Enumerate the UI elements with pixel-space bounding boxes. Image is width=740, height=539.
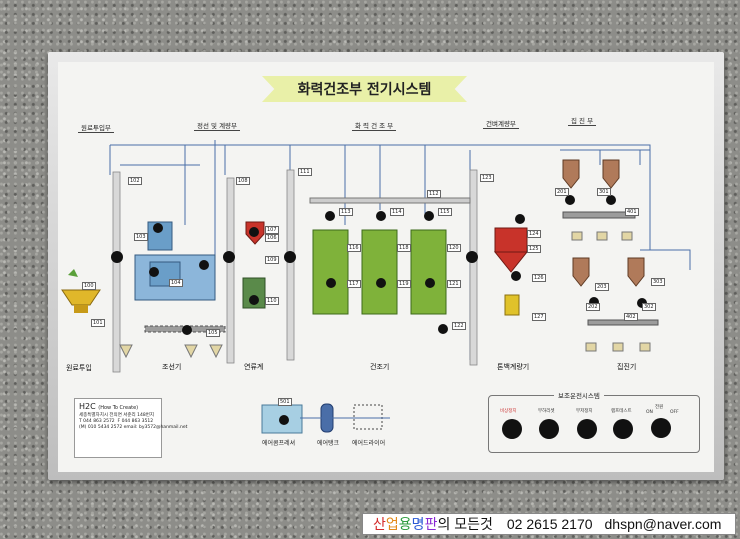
label-air-tank: 에어탱크 — [317, 440, 340, 447]
label-collector: 집진기 — [617, 363, 637, 371]
tag: 122 — [452, 322, 466, 330]
company-phones: T 044 863 2572 F 044 863 3512 — [79, 419, 154, 424]
tag: 103 — [134, 233, 148, 241]
label-raw-input: 원료투입 — [66, 364, 92, 372]
tag: 112 — [427, 190, 441, 198]
footer-char-3: 용 — [398, 516, 412, 532]
tag: 114 — [390, 208, 404, 216]
footer-email: dhspn@naver.com — [604, 516, 722, 532]
switch-label-reset: 부하리셋 — [538, 409, 555, 414]
tag: 303 — [651, 278, 665, 286]
load-reset-switch[interactable] — [539, 419, 559, 439]
label-air-dryer: 에어드라이어 — [352, 440, 386, 447]
board-title: 화력건조부 전기시스템 — [262, 76, 467, 102]
label-cleaner: 조선기 — [162, 363, 182, 371]
tag: 109 — [265, 256, 279, 264]
dust-bags — [571, 231, 651, 352]
tag: 126 — [532, 274, 546, 282]
tag: 201 — [555, 188, 569, 196]
lamp-test-switch[interactable] — [613, 419, 633, 439]
switch-label-buzzer: 부저정지 — [576, 409, 593, 414]
tag: 125 — [527, 245, 541, 253]
company-contact: (M) 010 5434 2572 email: by3572@hanmail.… — [79, 425, 188, 430]
footer-char-1: 산 — [373, 516, 386, 532]
footer-phone: 02 2615 2170 — [506, 516, 593, 532]
tag: 113 — [339, 208, 353, 216]
label-weigher: 연류계 — [244, 363, 264, 371]
tag: 302 — [642, 303, 656, 311]
label-dryer: 건조기 — [370, 363, 390, 371]
section-raw-input: 원료투입부 — [78, 122, 114, 133]
footer-char-2: 업 — [385, 516, 399, 532]
tag: 501 — [278, 398, 292, 406]
tag: 105 — [206, 329, 220, 337]
tag: 108 — [236, 177, 250, 185]
tag: 203 — [595, 283, 609, 291]
switch-label-emergency: 비상정지 — [500, 409, 517, 414]
raw-input-hopper — [61, 269, 101, 313]
tag: 107 — [265, 226, 279, 234]
company-name: H2C (How To Create) — [79, 402, 139, 411]
aux-panel-title: 보조운전시스템 — [554, 390, 604, 400]
emergency-stop-switch[interactable] — [502, 419, 522, 439]
tag: 120 — [447, 244, 461, 252]
tag: 104 — [169, 279, 183, 287]
tag: 121 — [447, 280, 461, 288]
tag: 124 — [527, 230, 541, 238]
tag: 127 — [532, 313, 546, 321]
section-drying: 화 력 건 조 부 — [352, 120, 397, 131]
switch-label-off: OFF — [670, 410, 679, 415]
tag: 110 — [265, 297, 279, 305]
section-dry-weigh: 건벼계량부 — [483, 118, 519, 129]
switch-label-lamp: 램프테스트 — [611, 409, 632, 414]
section-cleaning: 정선 및 계량부 — [194, 120, 241, 131]
tag: 123 — [480, 174, 494, 182]
tag: 117 — [347, 280, 361, 288]
tag: 106 — [265, 234, 279, 242]
tag: 301 — [597, 188, 611, 196]
tag: 102 — [128, 177, 142, 185]
company-address: 세종특별자치시 전의면 서준리 148번지 — [79, 413, 154, 418]
tonbag-weigher — [493, 227, 529, 316]
label-air-compressor: 에어콤프레셔 — [262, 440, 296, 447]
footer-char-5: 판 — [424, 516, 438, 532]
elevators — [112, 169, 478, 373]
footer-char-4: 명 — [411, 516, 425, 532]
tag: 402 — [624, 313, 638, 321]
tag: 202 — [586, 303, 600, 311]
tag: 100 — [82, 282, 96, 290]
tag: 118 — [397, 244, 411, 252]
label-tonbag: 톤백계량기 — [497, 363, 530, 371]
indicator-lamps — [111, 195, 647, 425]
company-info-box: H2C (How To Create) 세종특별자치시 전의면 서준리 148번… — [74, 398, 188, 458]
tag: 101 — [91, 319, 105, 327]
power-switch[interactable] — [651, 418, 671, 438]
dust-collectors — [562, 159, 659, 326]
tag: 401 — [625, 208, 639, 216]
advert-footer: 산 업 용 명 판 의 모든것 02 2615 2170 dhspn@naver… — [362, 513, 736, 535]
tag: 119 — [397, 280, 411, 288]
switch-label-on: ON — [646, 410, 653, 415]
dryers — [309, 197, 471, 315]
tag: 115 — [438, 208, 452, 216]
buzzer-stop-switch[interactable] — [577, 419, 597, 439]
tag: 116 — [347, 244, 361, 252]
section-dust: 집 진 부 — [568, 115, 597, 126]
switch-label-power: 전원 — [655, 405, 664, 410]
footer-char-6: 의 모든것 — [437, 516, 493, 532]
tag: 111 — [298, 168, 312, 176]
